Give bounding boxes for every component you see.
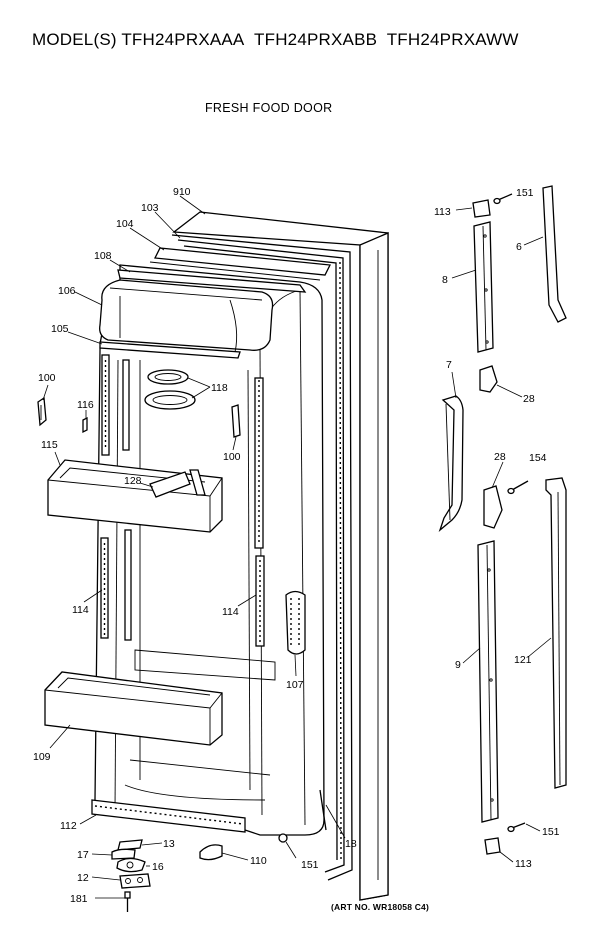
callout-181: 181: [70, 893, 88, 905]
clip-116: [82, 416, 88, 434]
outer-door-panel: [172, 211, 389, 901]
dairy-compartment-door: [99, 279, 274, 353]
callout-28-top: 28: [523, 393, 535, 405]
callout-109: 109: [33, 751, 51, 763]
handle-cap-113-top: [472, 199, 491, 218]
handle-channel-8: [473, 221, 494, 353]
callout-16: 16: [152, 861, 164, 873]
handle-channel-9: [477, 540, 499, 823]
screw-151-right: [507, 822, 526, 833]
channel-107: [285, 590, 306, 655]
callout-115: 115: [41, 439, 58, 451]
handle-cap-113-bottom: [484, 837, 501, 855]
part-16: [116, 857, 146, 873]
callout-6: 6: [516, 241, 522, 253]
part-13: [117, 839, 143, 851]
model-number-1: TFH24PRXAAA: [121, 30, 245, 49]
diagram-subtitle: FRESH FOOD DOOR: [205, 101, 333, 115]
part-12: [119, 873, 151, 889]
screw-154: [507, 480, 529, 495]
callout-116: 116: [77, 399, 94, 411]
egg-tray: [144, 369, 196, 410]
callout-110: 110: [250, 855, 267, 867]
door-bin-109: [44, 671, 223, 746]
callout-100-right: 100: [223, 451, 241, 463]
callout-154: 154: [529, 452, 547, 464]
callout-17: 17: [77, 849, 89, 861]
callout-151-bottom: 151: [301, 859, 319, 871]
screw-181: [124, 891, 131, 912]
callout-106: 106: [58, 285, 76, 297]
callout-114-left: 114: [72, 604, 89, 616]
callout-118: 118: [211, 382, 228, 394]
shelf-support-left: [37, 396, 47, 427]
hinge-cover-110: [199, 844, 223, 861]
shelf-support-right: [231, 404, 241, 438]
callout-151-right: 151: [542, 826, 560, 838]
art-number: (ART NO. WR18058 C4): [331, 902, 429, 912]
callout-113-top: 113: [434, 206, 451, 218]
screw-151-top: [493, 193, 513, 205]
callout-28-bottom: 28: [494, 451, 506, 463]
callout-103: 103: [141, 202, 159, 214]
callout-8: 8: [442, 274, 448, 286]
trim-strip-6: [542, 185, 567, 323]
door-bin-115: [47, 459, 223, 533]
callout-910: 910: [173, 186, 191, 198]
callout-108: 108: [94, 250, 112, 262]
dairy-bottom-trim: [99, 341, 241, 359]
callout-112: 112: [60, 820, 77, 832]
rail-114-right: [254, 377, 265, 647]
callout-labels: 910 103 104 108 106 105 100 116 118 100 …: [33, 186, 560, 905]
callout-7: 7: [446, 359, 452, 371]
door-gasket: [171, 234, 353, 881]
callout-107: 107: [286, 679, 304, 691]
trim-strip-121: [545, 477, 567, 789]
callout-114-right: 114: [222, 606, 239, 618]
model-header: MODEL(S) TFH24PRXAAA TFH24PRXABB TFH24PR…: [32, 30, 519, 50]
top-trim: [117, 247, 332, 293]
model-number-3: TFH24PRXAWW: [386, 30, 519, 49]
callout-151-top: 151: [516, 187, 534, 199]
model-number-2: TFH24PRXABB: [254, 30, 378, 49]
bracket-28-top: [479, 365, 498, 393]
rail-114-left: [100, 354, 132, 641]
callout-105: 105: [51, 323, 69, 335]
hinge-pin-18: [319, 789, 327, 831]
callout-18: 18: [345, 838, 357, 850]
callout-13: 13: [163, 838, 175, 850]
callout-113-bottom: 113: [515, 858, 532, 870]
callout-121: 121: [514, 654, 532, 666]
part-17: [111, 848, 136, 860]
bottom-trim-112: [91, 799, 246, 833]
bin-divider-128: [149, 471, 191, 498]
callout-12: 12: [77, 872, 89, 884]
callout-9: 9: [455, 659, 461, 671]
callout-104: 104: [116, 218, 134, 230]
model-prefix: MODEL(S): [32, 30, 117, 49]
leader-lines: [42, 195, 552, 899]
handle-7: [438, 395, 464, 532]
bracket-28-bottom: [483, 485, 503, 529]
screw-151-bottom: [278, 833, 288, 843]
callout-128: 128: [124, 475, 142, 487]
callout-100-left: 100: [38, 372, 56, 384]
